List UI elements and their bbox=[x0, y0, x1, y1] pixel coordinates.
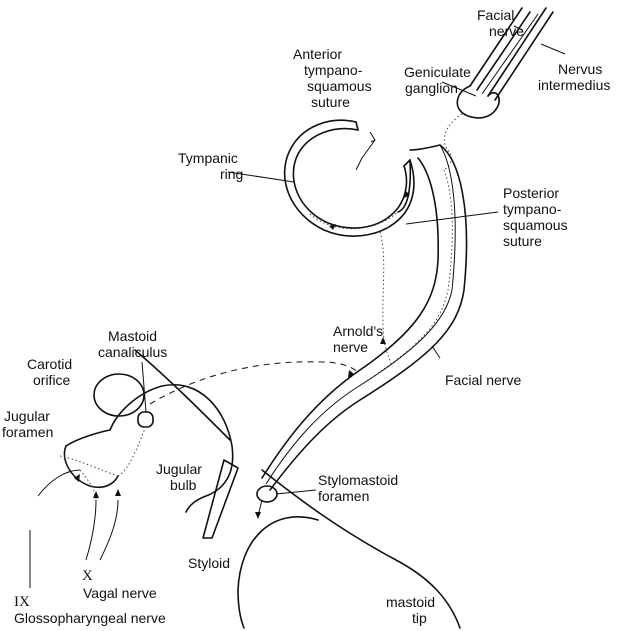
facial-canal bbox=[262, 145, 467, 490]
label-vagal-nerve: Vagal nerve bbox=[83, 585, 157, 601]
label-anterior-suture: Anterior tympano- squamous suture bbox=[293, 46, 375, 110]
nerve-arrow-3 bbox=[74, 474, 80, 482]
cranial-nerve-paths bbox=[30, 426, 146, 588]
label-glossopharyngeal-nerve: Glossopharyngeal nerve bbox=[14, 610, 166, 626]
stylomastoid-arrow bbox=[255, 512, 261, 519]
label-mastoid-tip: mastoid tip bbox=[386, 594, 439, 626]
nerve-arrow-1 bbox=[93, 491, 99, 498]
tympanic-ring bbox=[285, 120, 414, 236]
label-stylomastoid-foramen: Stylomastoid foramen bbox=[318, 472, 402, 504]
label-jugular-bulb: Jugular bulb bbox=[156, 461, 206, 493]
label-tympanic-ring: Tympanic ring bbox=[178, 150, 243, 182]
stylomastoid-foramen bbox=[257, 486, 277, 502]
label-styloid: Styloid bbox=[188, 555, 230, 571]
styloid-process bbox=[203, 460, 238, 538]
label-mastoid-canaliculus: Mastoid canaliculus bbox=[98, 328, 167, 360]
label-facial-nerve-mid: Facial nerve bbox=[445, 372, 521, 388]
jugular-foramen-outline bbox=[66, 385, 233, 512]
mastoid-canaliculus bbox=[138, 412, 153, 427]
label-cranial-nerve-x: X bbox=[82, 568, 93, 584]
label-posterior-suture: Posterior tympano- squamous suture bbox=[503, 185, 571, 249]
leader-lines bbox=[142, 26, 565, 494]
suture-mark bbox=[356, 132, 375, 170]
carotid-orifice bbox=[94, 374, 144, 416]
label-cranial-nerve-ix: IX bbox=[14, 594, 30, 610]
nerve-arrow-2 bbox=[115, 489, 121, 496]
label-facial-nerve-top: Facial nerve bbox=[477, 7, 524, 39]
jugular-bulb-lower bbox=[64, 446, 118, 487]
label-jugular-foramen: Jugular foramen bbox=[2, 408, 54, 440]
label-nervus-intermedius: Nervus intermedius bbox=[538, 61, 610, 93]
mastoid-tip-outline bbox=[238, 517, 318, 628]
label-arnolds-nerve: Arnold's nerve bbox=[333, 323, 387, 355]
label-carotid-orifice: Carotid orifice bbox=[27, 356, 76, 388]
